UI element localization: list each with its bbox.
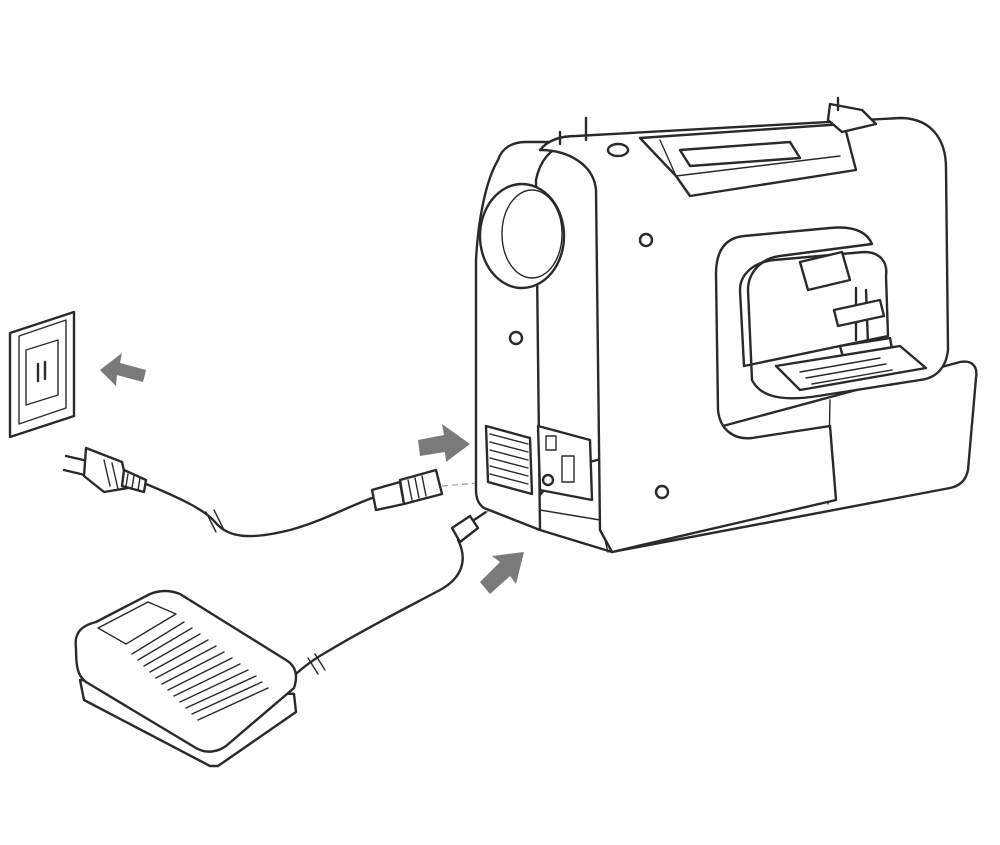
outlet-arrow-icon (100, 353, 146, 386)
power-arrow-icon (418, 424, 470, 462)
foot-pedal-cord (292, 538, 464, 678)
sewing-machine-icon (474, 96, 978, 554)
pedal-arrow-icon (480, 552, 524, 594)
power-cord (144, 482, 374, 538)
power-connector-icon (370, 468, 541, 512)
foot-controller-icon (74, 589, 298, 768)
power-plug-icon (62, 446, 148, 494)
wall-outlet-icon (8, 310, 76, 439)
